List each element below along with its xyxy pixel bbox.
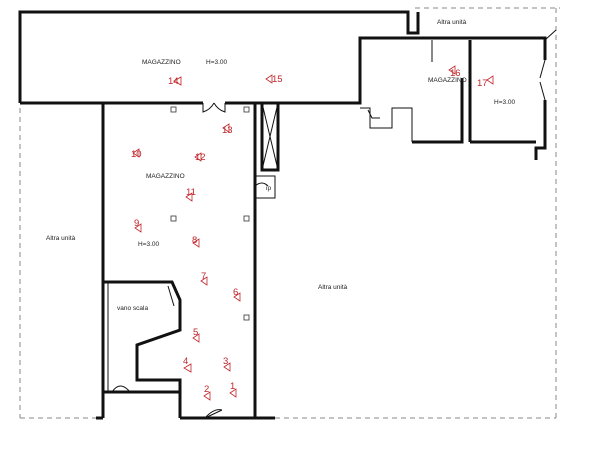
- viewpoint-arrow-icon: [192, 238, 200, 248]
- service-shaft-cross: [261, 102, 279, 171]
- viewpoint-arrow-icon: [192, 333, 200, 343]
- viewpoint-5: 5: [192, 327, 200, 343]
- pillar: [170, 215, 177, 222]
- viewpoint-arrow-icon: [185, 192, 193, 202]
- wall-upper-right-edge: [544, 29, 557, 41]
- viewpoint-11: 11: [185, 187, 196, 202]
- wall-top-warehouse: [18, 10, 420, 103]
- viewpoint-16-label: 16: [450, 68, 461, 79]
- viewpoint-arrow-icon: [265, 74, 273, 84]
- label-height-main: H=3.00: [138, 241, 160, 248]
- viewpoint-arrow-icon: [222, 123, 230, 133]
- viewpoint-13-label: 13: [222, 125, 233, 136]
- label-altra-unita-left: Altra unità: [46, 235, 76, 242]
- label-ip: ip: [266, 185, 271, 192]
- door-closet: [254, 182, 269, 187]
- viewpoint-8-label: 8: [192, 235, 197, 246]
- viewpoint-markers: 1 2 3 4 5 6 7 8: [131, 65, 494, 401]
- viewpoint-arrow-icon: [233, 292, 241, 302]
- viewpoint-5-label: 5: [193, 327, 198, 338]
- viewpoint-13: 13: [222, 123, 233, 136]
- wall-service-shaft: [260, 103, 280, 172]
- label-magazzino-main: MAGAZZINO: [146, 173, 185, 180]
- viewpoint-2-label: 2: [204, 384, 209, 395]
- viewpoint-4-label: 4: [183, 356, 188, 367]
- viewpoint-6: 6: [233, 287, 241, 302]
- viewpoint-10-label: 10: [131, 149, 142, 160]
- viewpoint-12-label: 12: [195, 152, 206, 163]
- viewpoint-14-label: 14: [168, 76, 179, 87]
- viewpoint-14: 14: [168, 76, 182, 87]
- door-right-room-2: [539, 59, 546, 101]
- viewpoint-arrow-icon: [486, 75, 494, 85]
- viewpoint-1: 1: [229, 381, 237, 398]
- viewpoint-9-label: 9: [134, 218, 139, 229]
- door-top-leaf-1: [202, 102, 215, 113]
- label-height-right: H=3.00: [494, 99, 516, 106]
- label-height-top: H=3.00: [206, 59, 228, 66]
- viewpoint-10: 10: [131, 148, 142, 160]
- viewpoint-7-label: 7: [201, 271, 206, 282]
- wall-top-room-bottom: [20, 92, 362, 105]
- viewpoint-arrow-icon: [203, 391, 211, 401]
- viewpoint-11-label: 11: [186, 187, 196, 198]
- viewpoint-arrow-icon: [194, 152, 202, 162]
- viewpoint-15-label: 15: [272, 74, 283, 85]
- wall-right-room: [358, 36, 547, 160]
- viewpoint-3: 3: [223, 356, 231, 372]
- viewpoint-8: 8: [192, 235, 200, 248]
- label-vano-scala: vano scala: [117, 305, 148, 312]
- viewpoint-arrow-icon: [223, 362, 231, 372]
- viewpoint-arrow-icon: [134, 223, 142, 233]
- pillar: [243, 314, 250, 321]
- door-right-room: [367, 109, 380, 119]
- pillar: [243, 215, 250, 222]
- wall-right-room-interior: [360, 40, 433, 142]
- viewpoint-1-label: 1: [230, 381, 235, 392]
- pillar: [170, 106, 177, 113]
- viewpoint-2: 2: [203, 384, 211, 401]
- viewpoint-arrow-icon: [448, 65, 456, 75]
- viewpoint-arrow-icon: [183, 363, 192, 373]
- viewpoint-16: 16: [448, 65, 461, 79]
- viewpoint-arrow-icon: [200, 276, 208, 286]
- viewpoint-arrow-icon: [173, 76, 182, 86]
- viewpoint-6-label: 6: [233, 287, 238, 298]
- pillar: [243, 106, 250, 113]
- wall-stair-core: [103, 280, 182, 394]
- wall-small-closet: [255, 175, 276, 199]
- door-entrance: [204, 409, 223, 419]
- label-magazzino-right: MAGAZZINO: [428, 77, 467, 84]
- label-magazzino-top: MAGAZZINO: [142, 59, 181, 66]
- door-top-leaf-2: [213, 102, 226, 113]
- viewpoint-15: 15: [265, 74, 283, 85]
- viewpoint-arrow-icon: [132, 148, 140, 158]
- label-altra-unita-center: Altra unità: [318, 284, 348, 291]
- viewpoint-17-label: 17: [477, 78, 488, 89]
- wall-right-room-bottom: [412, 40, 536, 144]
- label-altra-unita-top: Altra unità: [437, 19, 467, 26]
- viewpoint-17: 17: [477, 75, 494, 89]
- stair-door: [111, 385, 131, 393]
- viewpoint-9: 9: [134, 218, 142, 233]
- viewpoint-3-label: 3: [223, 356, 228, 367]
- viewpoint-4: 4: [183, 356, 192, 373]
- viewpoint-7: 7: [200, 271, 208, 286]
- stair-inner-line: [107, 282, 175, 392]
- viewpoint-12: 12: [194, 152, 206, 163]
- viewpoint-arrow-icon: [229, 388, 237, 398]
